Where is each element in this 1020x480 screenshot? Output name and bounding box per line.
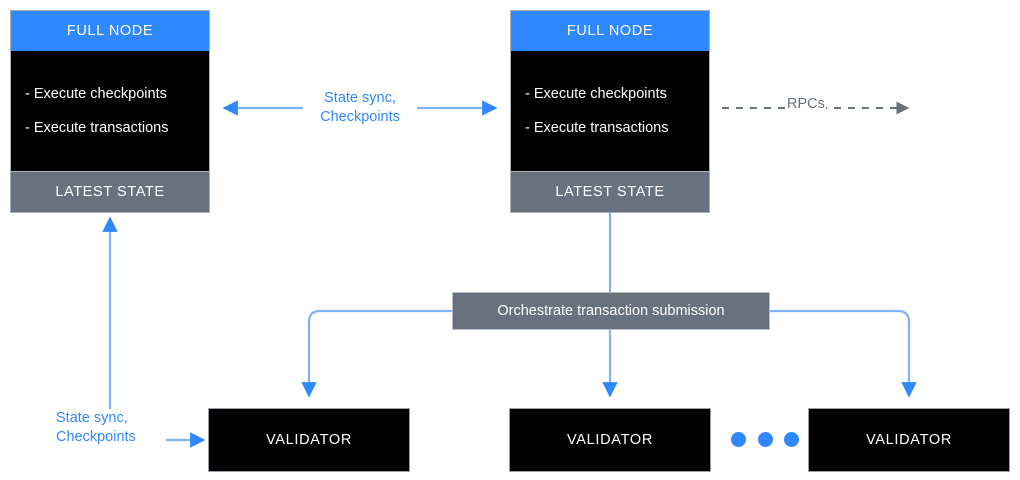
- ellipsis-dot-1: [731, 431, 746, 447]
- validator-box-2: VALIDATOR: [509, 408, 711, 472]
- full-node-2-body: - Execute checkpoints - Execute transact…: [511, 51, 709, 171]
- full-node-1-header: FULL NODE: [11, 11, 209, 51]
- validator-box-1: VALIDATOR: [208, 408, 410, 472]
- edge-label-state-sync-top-line-1: State sync,: [324, 90, 396, 106]
- full-node-2-bullet-execute-checkpoints: - Execute checkpoints: [525, 86, 667, 102]
- edge-label-rpcs: RPCs: [786, 96, 826, 112]
- ellipsis-dot-3: [784, 431, 799, 447]
- orchestrate-transaction-submission-box: Orchestrate transaction submission: [452, 292, 770, 330]
- full-node-1-latest-state: LATEST STATE: [11, 171, 209, 212]
- validator-ellipsis: [731, 431, 799, 447]
- full-node-1-body: - Execute checkpoints - Execute transact…: [11, 51, 209, 171]
- edge-label-state-sync-bottom-line-1: State sync,: [56, 410, 128, 426]
- full-node-card-1: FULL NODE - Execute checkpoints - Execut…: [10, 10, 210, 213]
- edge-label-state-sync-bottom: State sync, Checkpoints: [56, 409, 166, 447]
- full-node-2-latest-state: LATEST STATE: [511, 171, 709, 212]
- edge-orchestrate-to-validator-1: [301, 309, 452, 398]
- full-node-1-bullet-execute-transactions: - Execute transactions: [25, 120, 169, 136]
- edge-label-state-sync-top-line-2: Checkpoints: [320, 109, 400, 125]
- validator-box-3: VALIDATOR: [808, 408, 1010, 472]
- full-node-1-bullet-execute-checkpoints: - Execute checkpoints: [25, 86, 167, 102]
- edge-orchestrate-to-validator-3: [770, 309, 917, 398]
- full-node-2-header: FULL NODE: [511, 11, 709, 51]
- full-node-card-2: FULL NODE - Execute checkpoints - Execut…: [510, 10, 710, 213]
- edge-label-state-sync-top: State sync, Checkpoints: [303, 89, 417, 127]
- full-node-2-bullet-execute-transactions: - Execute transactions: [525, 120, 669, 136]
- edge-label-state-sync-bottom-line-2: Checkpoints: [56, 429, 136, 445]
- ellipsis-dot-2: [757, 431, 773, 447]
